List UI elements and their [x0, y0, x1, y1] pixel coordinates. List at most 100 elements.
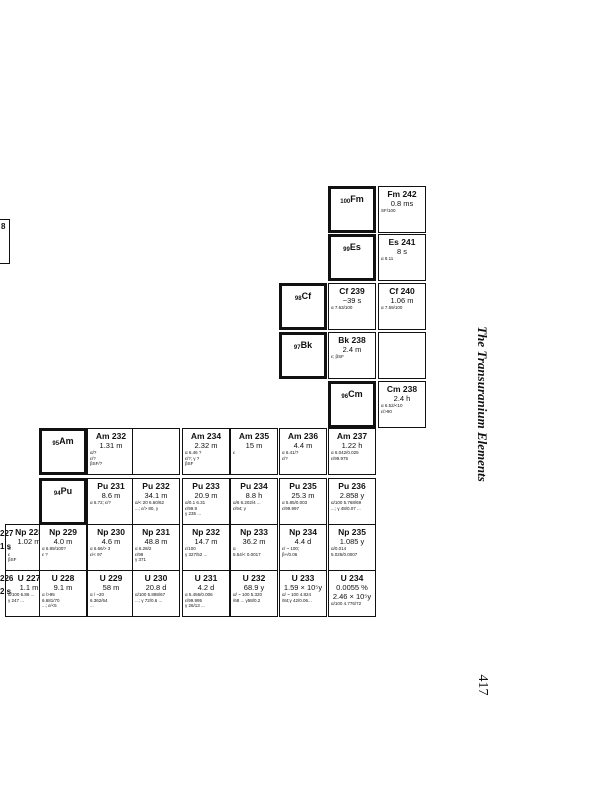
element-symbol: 95Am: [42, 436, 84, 447]
decay-line: α 7.59/100: [381, 305, 403, 310]
element-label-cell: 94Pu: [39, 478, 87, 525]
half-life: 0.8 ms: [390, 199, 414, 208]
decay-line: ε/99.995: [185, 597, 203, 603]
half-life: 20.8 d: [145, 583, 167, 592]
element-label-cell: 98Cf: [279, 283, 327, 330]
atomic-number: 97: [293, 345, 301, 351]
decay-line: α/0.014: [331, 546, 347, 551]
symbol-text: Bk: [300, 340, 313, 350]
atomic-number: 100: [340, 199, 351, 205]
nuclide-name: Pu 235: [289, 481, 317, 491]
decay-line: βSF: [8, 557, 17, 562]
decay-line: ...; ε/<5: [42, 603, 57, 608]
nuclide-name: Np 234: [289, 527, 317, 537]
decay-line: ε/?: [282, 455, 288, 461]
decay-line: α 6.46 ?: [185, 450, 202, 455]
half-life: 8 s: [396, 247, 407, 256]
decay-line: /68 ... γ58/0.2: [233, 597, 261, 603]
symbol-text: Am: [59, 436, 74, 446]
decay-line: 5.025/0.0007: [331, 551, 358, 557]
element-label-cell: 95Am: [39, 428, 87, 475]
decay-line: α: [8, 546, 11, 551]
decay-line: ε/100: [185, 546, 196, 551]
half-life: 20.9 m: [194, 491, 218, 500]
nuclide-name: U 232: [242, 573, 266, 583]
nuclide-name: Es 241: [388, 237, 416, 247]
nuclide-name: U 230: [144, 573, 168, 583]
half-life: 1.22 h: [341, 441, 363, 450]
nuclide-name: Pu 236: [338, 481, 366, 491]
half-life: 0.0055 %: [336, 583, 368, 592]
nuclide-name: Pu 234: [240, 481, 268, 491]
nuclide-name: Cf 239: [339, 286, 365, 296]
nuclide-name: Np 233: [240, 527, 268, 537]
half-life: 9.1 m: [53, 583, 73, 592]
decay-line: α 8.11: [381, 256, 394, 261]
decay-line: α 5.456/0.006: [185, 592, 213, 597]
decay-line: ε ?: [42, 551, 48, 557]
decay-line: γ 26/13 ...: [185, 603, 205, 608]
symbol-text: Pu: [60, 486, 73, 496]
half-life: ~39 s: [342, 296, 362, 305]
nuclide-name: Np 229: [49, 527, 77, 537]
decay-line: α/100 5.888/67: [135, 592, 166, 597]
nuclide-name: U 229: [99, 573, 123, 583]
element-symbol: 94Pu: [42, 486, 84, 497]
decay-line: α/100 5.768/69: [331, 500, 362, 505]
decay-line: α 6.28/2: [135, 546, 152, 551]
decay-line: ε/?: [90, 455, 96, 461]
nuclide-name: Am 235: [238, 431, 270, 441]
half-life: 4.0 m: [53, 537, 73, 546]
decay-line: α / ~20: [90, 592, 104, 597]
decay-line: α />95: [42, 592, 55, 597]
decay-line: ε/98: [135, 551, 144, 557]
nuclide-name: U 234: [340, 573, 364, 583]
decay-line: α/100 4.776/72: [331, 601, 362, 606]
nuclide-name: Am 236: [287, 431, 319, 441]
half-life: 4.4 m: [293, 441, 313, 450]
decay-line: γ 371: [135, 557, 147, 562]
decay-line: α 6.042/0.025: [331, 450, 359, 455]
decay-line: ε/>90: [381, 408, 392, 414]
half-life: 48.8 m: [144, 537, 168, 546]
element-label-cell: 99Es: [328, 234, 376, 281]
chart-edge-line: [0, 219, 10, 220]
decay-line: 6.681/70: [42, 597, 60, 603]
decay-line: γ 327/52 ...: [185, 551, 208, 557]
nuclide-name: Pu 233: [192, 481, 220, 491]
decay-line: βSF/?: [90, 461, 103, 466]
decay-line: 5.54/< 0.0017: [233, 551, 261, 557]
nuclide-name: U 233: [291, 573, 315, 583]
element-symbol: 96Cm: [331, 389, 373, 400]
half-life: 1.1 m: [19, 583, 39, 592]
decay-line: ε; βSF: [331, 354, 344, 359]
nuclide-name: Am 234: [190, 431, 222, 441]
decay-line: α 6.52/<10: [381, 403, 403, 408]
decay-line: ε/< 97: [90, 551, 103, 557]
decay-line: ε/99.975: [331, 455, 349, 461]
element-symbol: 100Fm: [331, 194, 373, 205]
half-life: 4.6 m: [101, 537, 121, 546]
element-label-cell: 100Fm: [328, 186, 376, 233]
atomic-number: 98: [294, 296, 302, 302]
nuclide-name: U 228: [51, 573, 75, 583]
half-life: 1.59 × 10⁵y: [283, 583, 323, 592]
